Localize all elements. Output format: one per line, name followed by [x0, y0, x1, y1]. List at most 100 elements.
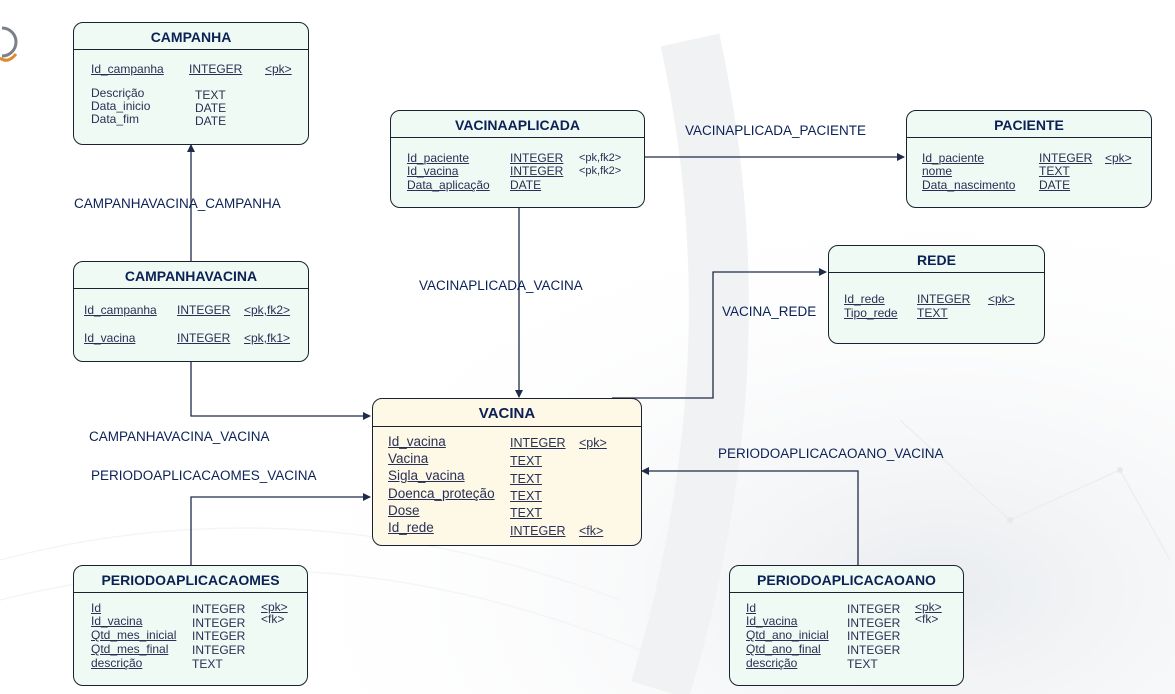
attribute-name: nome	[922, 164, 953, 178]
attribute-name: descrição	[91, 656, 143, 670]
attribute-name: Id_vacina	[407, 164, 459, 178]
attribute-type: INTEGER	[192, 643, 246, 657]
attribute-type: TEXT	[510, 506, 542, 520]
attribute-name: Id_vacina	[91, 614, 143, 628]
attribute-name: Vacina	[388, 451, 429, 466]
link-periodoano-vacina	[641, 467, 859, 565]
attribute-name: descrição	[746, 656, 798, 670]
attribute-type: TEXT	[847, 657, 878, 671]
attribute-type: INTEGER	[189, 62, 243, 76]
attribute-type: TEXT	[510, 472, 542, 486]
entity-periodoaplicacaomes[interactable]: PERIODOAPLICACAOMES Id INTEGER <pk> Id_v…	[73, 565, 308, 686]
attribute-name: Data_aplicação	[407, 178, 490, 192]
attribute-type: INTEGER	[847, 629, 901, 643]
attribute-type: TEXT	[917, 306, 948, 320]
attribute-name: Qtd_ano_final	[746, 642, 821, 656]
attribute-name: Data_nascimento	[922, 178, 1016, 192]
attribute-type: INTEGER	[847, 616, 901, 630]
attribute-key: <pk,fk2>	[579, 165, 622, 177]
attribute-name: Id_campanha	[84, 303, 157, 317]
attribute-type: DATE	[195, 101, 227, 115]
entity-periodoaplicacaoano[interactable]: PERIODOAPLICACAOANO Id INTEGER <pk> Id_v…	[729, 565, 964, 686]
attribute-name: Data_fim	[91, 112, 140, 126]
attribute-type: INTEGER	[847, 602, 901, 616]
attribute-key: <pk,fk1>	[244, 331, 291, 345]
relationship-label-periodoaplicacaomes-vacina: PERIODOAPLICACAOMES_VACINA	[91, 468, 317, 483]
attribute-key: <pk,fk2>	[244, 303, 291, 317]
attribute-type: INTEGER	[192, 616, 246, 630]
attribute-type: INTEGER	[177, 331, 231, 345]
attribute-type: TEXT	[510, 454, 542, 468]
attribute-name: Id_vacina	[84, 331, 136, 345]
attribute-name: Qtd_mes_inicial	[91, 628, 177, 642]
attribute-type: INTEGER	[192, 602, 246, 616]
entity-vacinaaplicada[interactable]: VACINAAPLICADA Id_paciente INTEGER <pk,f…	[390, 110, 645, 208]
attribute-type: TEXT	[1039, 164, 1070, 178]
logo	[0, 26, 18, 62]
link-campanhavacina-vacina	[190, 362, 371, 420]
attribute-name: Sigla_vacina	[388, 468, 465, 483]
relationship-label-campanhavacina-vacina: CAMPANHAVACINA_VACINA	[89, 429, 270, 444]
entity-title: PERIODOAPLICACAOANO	[730, 566, 963, 593]
relationship-label-vacina-rede: VACINA_REDE	[722, 304, 817, 319]
attribute-name: Data_inicio	[91, 99, 151, 113]
attribute-type: INTEGER	[192, 629, 246, 643]
attribute-name: Id	[91, 601, 102, 615]
attribute-name: Id_paciente	[922, 151, 985, 165]
relationship-label-campanhavacina-campanha: CAMPANHAVACINA_CAMPANHA	[74, 196, 281, 211]
attribute-type: INTEGER	[177, 303, 231, 317]
attribute-name: Doenca_proteção	[388, 486, 495, 501]
attribute-type: DATE	[195, 114, 227, 128]
attribute-name: Id_rede	[844, 292, 885, 306]
attribute-key: <fk>	[579, 524, 604, 538]
attribute-type: INTEGER	[1039, 151, 1093, 165]
entity-title: VACINA	[373, 399, 641, 427]
attribute-key: <pk>	[988, 292, 1015, 306]
attribute-name: Descrição	[91, 86, 145, 100]
attribute-type: INTEGER	[510, 524, 566, 538]
link-periodomes-vacina	[190, 493, 371, 565]
attribute-name: Id_campanha	[91, 62, 164, 76]
attribute-key: <fk>	[915, 612, 939, 626]
attribute-type: INTEGER	[510, 164, 564, 178]
attribute-type: INTEGER	[510, 436, 566, 450]
attribute-key: <pk>	[915, 600, 942, 614]
attribute-name: Id_vacina	[388, 434, 446, 449]
attribute-key: <fk>	[261, 612, 285, 626]
entity-title: CAMPANHAVACINA	[74, 262, 308, 289]
attribute-key: <pk,fk2>	[579, 152, 622, 164]
attribute-type: INTEGER	[917, 292, 971, 306]
attribute-type: TEXT	[195, 88, 226, 102]
attribute-key: <pk>	[579, 436, 607, 450]
entity-paciente[interactable]: PACIENTE Id_paciente INTEGER <pk> nome T…	[906, 110, 1152, 208]
entity-campanhavacina[interactable]: CAMPANHAVACINA Id_campanha INTEGER <pk,f…	[73, 261, 309, 362]
attribute-name: Id_rede	[388, 520, 434, 535]
attribute-type: INTEGER	[510, 151, 564, 165]
relationship-label-periodoaplicacaoano-vacina: PERIODOAPLICACAOANO_VACINA	[718, 446, 944, 461]
attribute-type: TEXT	[192, 657, 223, 671]
attribute-name: Id_vacina	[746, 614, 798, 628]
entity-campanha[interactable]: CAMPANHA Id_campanha INTEGER <pk> Descri…	[73, 22, 309, 145]
attribute-name: Qtd_mes_final	[91, 642, 169, 656]
attribute-type: DATE	[1039, 178, 1071, 192]
attribute-name: Qtd_ano_inicial	[746, 628, 829, 642]
entity-title: VACINAAPLICADA	[391, 111, 644, 138]
attribute-type: TEXT	[510, 489, 542, 503]
entity-vacina[interactable]: VACINA Id_vacina INTEGER <pk> Vacina TEX…	[372, 398, 642, 546]
attribute-name: Dose	[388, 503, 420, 518]
entity-rede[interactable]: REDE Id_rede INTEGER <pk> Tipo_rede TEXT	[828, 245, 1045, 344]
entity-title: PERIODOAPLICACAOMES	[74, 566, 307, 593]
entity-title: REDE	[829, 246, 1044, 273]
attribute-type: DATE	[510, 178, 542, 192]
attribute-name: Tipo_rede	[844, 306, 898, 320]
attribute-key: <pk>	[265, 62, 292, 76]
entity-title: PACIENTE	[907, 111, 1151, 138]
attribute-name: Id	[746, 601, 757, 615]
attribute-type: INTEGER	[847, 643, 901, 657]
relationship-label-vacinaplicada-paciente: VACINAPLICADA_PACIENTE	[685, 123, 867, 138]
attribute-key: <pk>	[1105, 151, 1132, 165]
relationship-label-vacinaplicada-vacina: VACINAPLICADA_VACINA	[419, 278, 583, 293]
attribute-name: Id_paciente	[407, 151, 470, 165]
attribute-key: <pk>	[261, 600, 288, 614]
